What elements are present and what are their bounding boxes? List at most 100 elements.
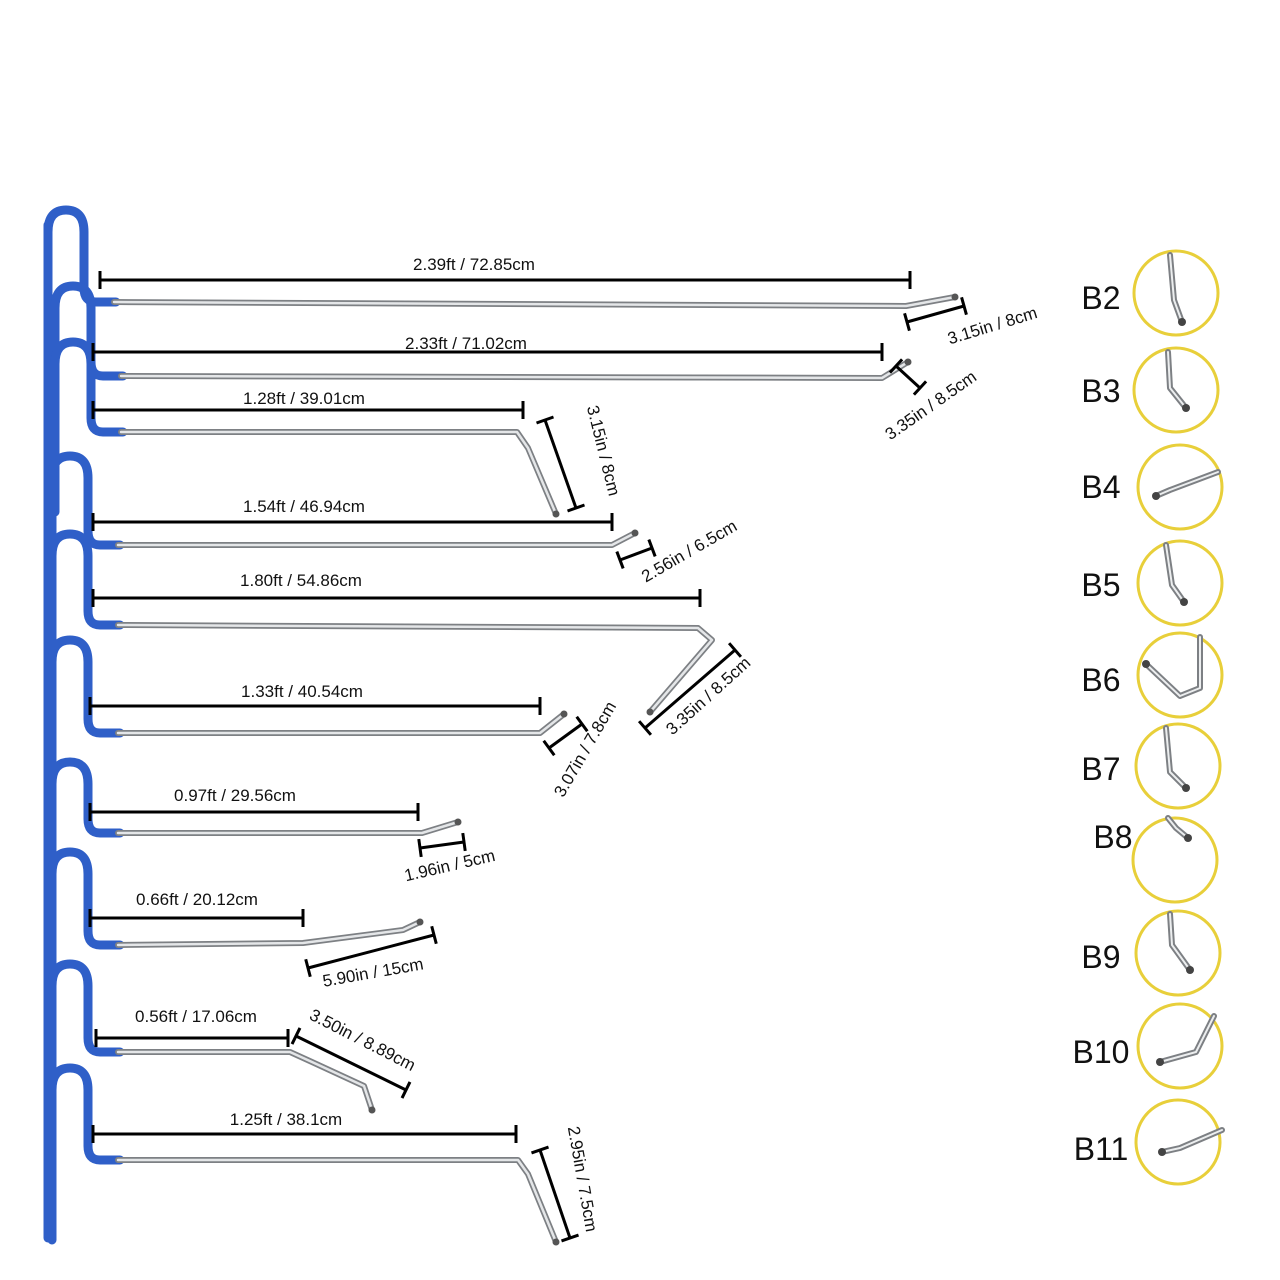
rod-4-length-label: 1.54ft / 46.94cm [243, 497, 365, 516]
tip-b8-rod-highlight [1167, 817, 1189, 839]
tip-b2-label: B2 [1081, 280, 1120, 316]
rod-9-handle-loop [47, 959, 125, 1137]
rod-6-tip-dimension [542, 715, 589, 757]
rod-7-length-label: 0.97ft / 29.56cm [174, 786, 296, 805]
rod-10-tip-ball [552, 1238, 560, 1246]
rod-3-tip-dimension-line [543, 419, 578, 509]
rod-2-tip-dimension [888, 358, 928, 396]
rod-7-handle-loop [47, 757, 125, 918]
rod-8-shaft-highlight [116, 920, 422, 947]
tip-b4-label: B4 [1081, 469, 1120, 505]
tip-b3-detail [1132, 346, 1220, 434]
rod-7-tip-dimension-cap-start [417, 838, 423, 858]
rod-9-shaft-highlight [116, 1050, 374, 1112]
rod-5-tip-dimension-cap-end [637, 720, 653, 736]
rod-1-tip-label: 3.15in / 8cm [945, 303, 1039, 348]
rod-1-length-dimension [98, 271, 912, 289]
rod-8-tip-dimension-line [307, 933, 435, 970]
rod-6-tip-ball [560, 710, 568, 718]
tip-b2-detail [1132, 249, 1220, 337]
rod-4-shaft-highlight [116, 531, 637, 547]
tip-b11-ball [1158, 1148, 1166, 1156]
tip-b11-detail [1134, 1098, 1225, 1186]
tip-b7-label: B7 [1081, 751, 1120, 787]
rod-2-tip-dimension-line [894, 364, 922, 390]
tip-b8-detail [1131, 815, 1219, 904]
rod-3-length-label: 1.28ft / 39.01cm [243, 389, 365, 408]
rod-4-length-dimension [91, 513, 614, 531]
rod-10-tip-dimension [530, 1145, 580, 1243]
rod-9-length-label: 0.56ft / 17.06cm [135, 1007, 257, 1026]
tip-b11-label: B11 [1074, 1131, 1129, 1167]
rod-1-tip-dimension-line [906, 304, 965, 324]
rod-2-tip-dimension-cap-start [888, 358, 904, 374]
rod-4-tip-dimension-cap-end [647, 539, 657, 557]
tip-b6-ball [1142, 660, 1150, 668]
rod-7-tip-dimension-line [419, 840, 465, 850]
tip-b5-ball [1180, 598, 1188, 606]
rod-3-shaft-highlight [119, 430, 558, 516]
tip-b7-rod-highlight [1165, 727, 1187, 789]
rod-1-shaft-highlight [112, 295, 957, 308]
rod-3-tip-dimension-cap-start [536, 415, 554, 425]
rod-6-tip-dimension-line [548, 722, 583, 750]
rod-7-tip-dimension [417, 832, 467, 858]
rod-6-tip-dimension-cap-end [575, 715, 589, 733]
tip-b7-detail [1134, 722, 1222, 810]
tip-b9-rod-highlight [1169, 913, 1191, 971]
tip-b8-ball [1184, 834, 1192, 842]
rod-6-shaft-highlight [116, 712, 566, 735]
tip-b5-detail [1136, 539, 1224, 627]
rod-7-shaft-highlight [116, 820, 460, 835]
tip-b6-detail [1136, 631, 1224, 719]
handle-group [43, 205, 128, 1245]
tip-b11-rod-highlight [1161, 1129, 1223, 1153]
rod-9-tip-dimension-cap-end [400, 1081, 412, 1099]
rod-5-length-label: 1.80ft / 54.86cm [240, 571, 362, 590]
rod-5-tip-label: 3.35in / 8.5cm [662, 653, 754, 739]
rod-5-shaft [115, 622, 715, 715]
rod-8-tip-dimension-cap-end [430, 925, 438, 945]
tip-b10-circle [1136, 1002, 1224, 1090]
tip-b8-label: B8 [1093, 819, 1132, 855]
rod-7-tip-ball [454, 818, 462, 826]
rod-10-shaft [115, 1157, 559, 1245]
tip-b2-rod-highlight [1169, 254, 1183, 323]
rod-group [111, 293, 959, 1246]
rod-7-tip-label: 1.96in / 5cm [403, 846, 498, 885]
tip-b3-rod-highlight [1167, 351, 1187, 409]
rod-10-shaft-highlight [116, 1158, 558, 1244]
rod-10-length-dimension [91, 1125, 518, 1143]
rod-7-shaft [115, 819, 461, 836]
rod-1-tip-dimension-cap-start [903, 312, 911, 332]
rod-9-tip-dimension-cap-start [290, 1027, 302, 1045]
rod-3-tip-ball [552, 510, 560, 518]
rod-2-tip-dimension-cap-end [912, 380, 928, 396]
rod-4-tip-dimension-cap-start [615, 551, 625, 569]
tip-b9-ball [1186, 966, 1194, 974]
tip-b6-circle [1136, 631, 1224, 719]
rod-6-tip-dimension-cap-start [542, 739, 556, 757]
rod-8-tip-dimension-cap-start [304, 958, 312, 978]
rod-2-tip-ball [904, 358, 912, 366]
rod-1-tip-dimension-cap-end [960, 296, 968, 316]
tip-b10-rod-highlight [1159, 1015, 1215, 1063]
rod-9-tip-ball [368, 1106, 376, 1114]
rod-7-length-dimension [88, 803, 420, 821]
rod-3-tip-label: 3.15in / 8cm [583, 403, 624, 497]
rod-5-tip-dimension [637, 642, 743, 736]
rod-5-tip-dimension-line [644, 648, 736, 730]
rod-1-tip-dimension [903, 296, 968, 332]
tip-b10-detail [1136, 1002, 1224, 1090]
rod-2-length-dimension [91, 343, 884, 361]
rod-5-length-dimension [91, 589, 702, 607]
rod-8-length-dimension [88, 909, 305, 927]
rod-8-handle-loop [47, 847, 125, 1030]
tip-b6-rod-highlight [1145, 636, 1201, 697]
tip-b10-label: B10 [1073, 1034, 1130, 1070]
rod-6-shaft [115, 711, 567, 736]
tip-b9-detail [1134, 909, 1222, 997]
rod-10-tip-dimension-cap-end [560, 1233, 580, 1243]
tip-b5-rod-highlight [1165, 544, 1185, 603]
rod-4-tip-dimension-line [619, 546, 653, 562]
